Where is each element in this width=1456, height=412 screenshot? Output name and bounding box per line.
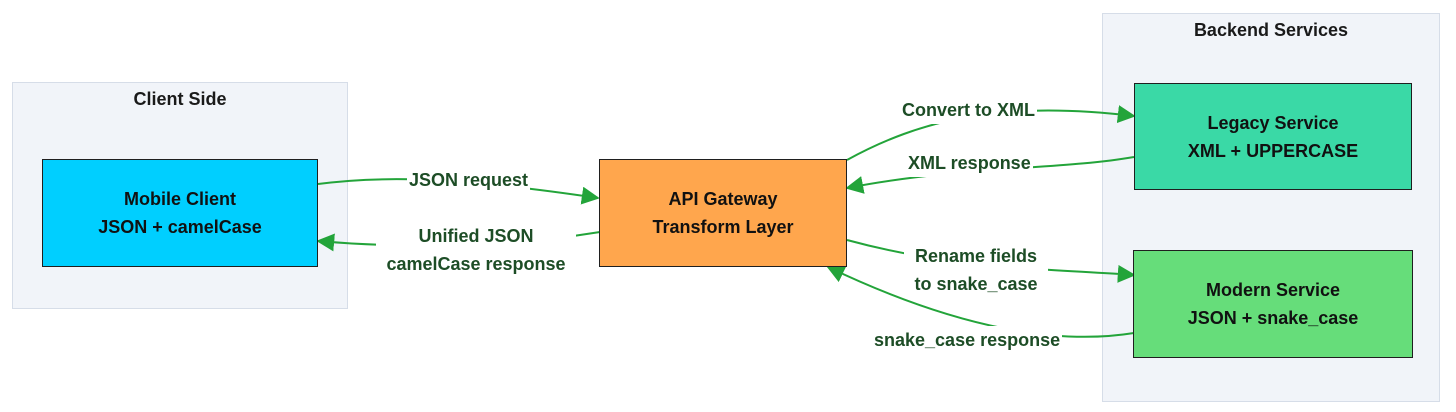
edge-label-rename-fields: Rename fields to snake_case — [904, 242, 1048, 298]
edge-label-convert-xml: Convert to XML — [900, 96, 1037, 124]
backend-services-title: Backend Services — [1193, 20, 1349, 40]
edge-label-json-request: JSON request — [407, 166, 531, 194]
mobile-client-node: Mobile Client JSON + camelCase — [42, 159, 318, 267]
edge-label-rename-line2: to snake_case — [914, 274, 1038, 294]
mobile-client-title: Mobile Client — [124, 189, 236, 209]
api-gateway-title: API Gateway — [668, 189, 778, 209]
edge-label-xml-response: XML response — [906, 149, 1033, 177]
legacy-service-format: XML + UPPERCASE — [1187, 140, 1359, 161]
client-side-title: Client Side — [133, 89, 227, 109]
modern-service-title: Modern Service — [1205, 280, 1341, 300]
edge-label-snake-response: snake_case response — [872, 326, 1063, 354]
modern-service-format: JSON + snake_case — [1187, 308, 1359, 328]
legacy-service-title: Legacy Service — [1207, 112, 1339, 133]
modern-service-node: Modern Service JSON + snake_case — [1133, 250, 1413, 358]
edge-label-unified-line1: Unified JSON — [418, 226, 534, 246]
edge-label-rename-line1: Rename fields — [914, 246, 1038, 266]
api-gateway-subtitle: Transform Layer — [652, 217, 794, 237]
api-gateway-node: API Gateway Transform Layer — [599, 159, 847, 267]
edge-label-unified-line2: camelCase response — [386, 254, 566, 274]
legacy-service-node: Legacy Service XML + UPPERCASE — [1134, 83, 1412, 190]
edge-label-unified-response: Unified JSON camelCase response — [376, 222, 576, 278]
mobile-client-format: JSON + camelCase — [98, 217, 262, 237]
